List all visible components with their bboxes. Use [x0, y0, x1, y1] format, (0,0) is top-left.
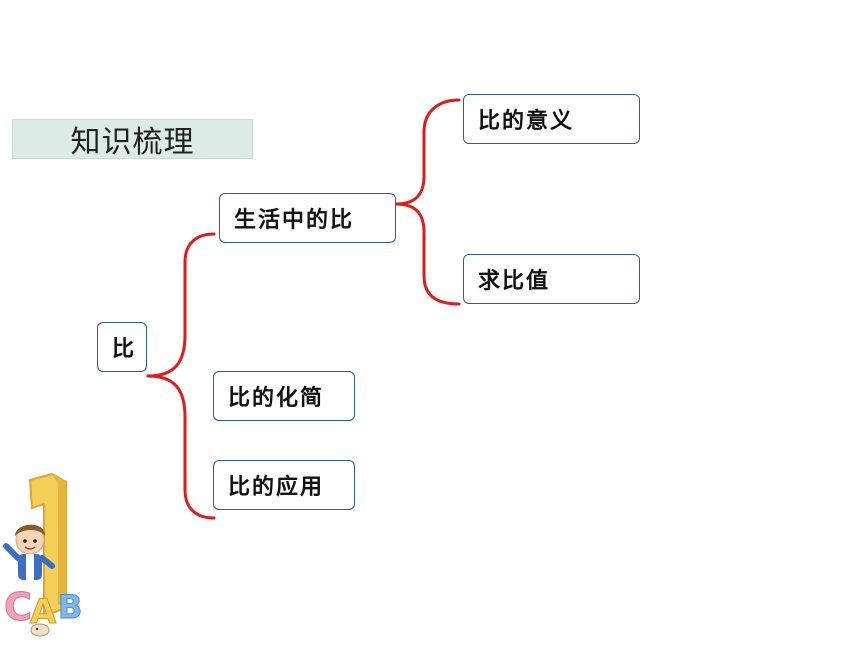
root-node: 比: [97, 322, 147, 372]
branch-simplify: 比的化简: [213, 371, 355, 421]
svg-text:B: B: [58, 588, 82, 626]
branch-application: 比的应用: [213, 460, 355, 510]
sub-branch-meaning: 比的意义: [463, 94, 640, 144]
page-title: 知识梳理: [12, 119, 253, 160]
sub-branch-meaning-label: 比的意义: [478, 109, 575, 134]
sub-branch-ratio-value-label: 求比值: [478, 269, 551, 294]
branch-application-label: 比的应用: [228, 475, 325, 500]
connector-life-value: [394, 202, 461, 306]
branch-simplify-label: 比的化简: [228, 386, 325, 411]
branch-life-ratio-label: 生活中的比: [234, 208, 355, 233]
connector-life-meaning: [394, 98, 461, 206]
svg-text:C: C: [4, 585, 32, 629]
branch-life-ratio: 生活中的比: [219, 193, 396, 243]
sub-branch-ratio-value: 求比值: [463, 254, 640, 304]
cartoon-boy-with-number-1-and-abc-blocks-icon: C A B: [3, 472, 83, 637]
root-label: 比: [112, 337, 137, 362]
connector-root-life: [146, 232, 216, 378]
svg-text:A: A: [30, 592, 57, 632]
connector-root-lower: [146, 374, 216, 520]
